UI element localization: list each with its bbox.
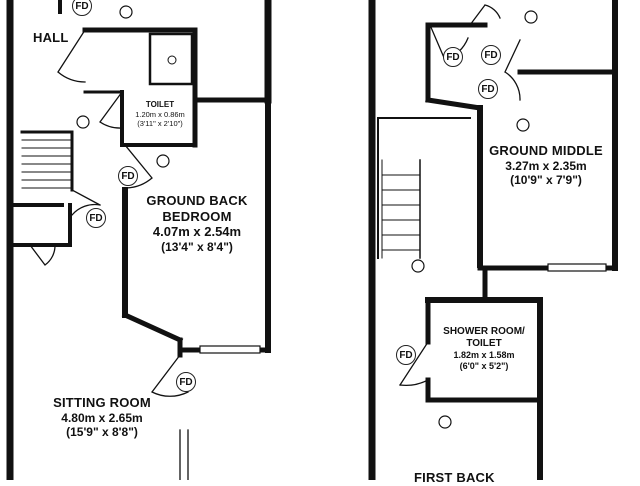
ceiling-light	[76, 115, 90, 129]
fire-door-marker: FD	[72, 0, 92, 16]
ceiling-light	[119, 5, 133, 19]
shower-room-metric: 1.82m x 1.58m	[453, 350, 515, 360]
ground-middle-metric: 3.27m x 2.35m	[505, 158, 587, 173]
right-floor-plan	[368, 0, 618, 480]
sitting-room-door-swing	[71, 189, 101, 216]
ceiling-light	[516, 118, 530, 132]
fire-door-marker: FD	[86, 208, 106, 228]
left-stairs	[20, 130, 74, 192]
sitting-room-label-group: SITTING ROOM 4.80m x 2.65m (15'9" x 8'8"…	[40, 395, 164, 439]
fire-door-marker: FD	[176, 372, 196, 392]
right-stairs	[377, 117, 471, 259]
landing-door-swing-right	[504, 39, 521, 101]
hall-label: HALL	[33, 30, 69, 45]
ground-back-bedroom-name-2: BEDROOM	[162, 208, 232, 224]
toilet-name: TOILET	[145, 100, 175, 109]
fire-door-marker: FD	[118, 166, 138, 186]
ground-back-bedroom-imperial: (13'4" x 8'4")	[161, 239, 233, 254]
bedroom-door-swing	[124, 144, 153, 189]
shower-room-name-2: TOILET	[466, 338, 502, 349]
ceiling-light	[156, 154, 170, 168]
fire-door-marker: FD	[396, 345, 416, 365]
top-door-swing	[469, 4, 501, 26]
first-back-label: FIRST BACK	[414, 470, 495, 485]
ground-middle-window	[547, 263, 607, 272]
ground-back-bedroom-label-group: GROUND BACK BEDROOM 4.07m x 2.54m (13'4"…	[132, 193, 262, 254]
ground-middle-name: GROUND MIDDLE	[489, 143, 603, 158]
sitting-room-metric: 4.80m x 2.65m	[61, 410, 143, 425]
hall-entrance-door-swing	[57, 29, 86, 83]
ceiling-light	[438, 415, 452, 429]
shower-room-label-group: SHOWER ROOM/ TOILET 1.82m x 1.58m (6'0" …	[430, 326, 538, 372]
toilet-door-swing	[99, 91, 123, 129]
fire-door-marker: FD	[443, 47, 463, 67]
ground-back-bedroom-metric: 4.07m x 2.54m	[152, 224, 242, 240]
shower-tray	[148, 32, 194, 86]
ceiling-light	[411, 259, 425, 273]
sitting-room-imperial: (15'9" x 8'8")	[66, 424, 138, 439]
landing-to-middle-wall	[425, 97, 483, 111]
shower-room-name-1: SHOWER ROOM/	[443, 326, 525, 337]
ground-middle-imperial: (10'9" x 7'9")	[510, 172, 582, 187]
sitting-room-name: SITTING ROOM	[53, 395, 151, 410]
fire-door-marker: FD	[478, 79, 498, 99]
toilet-label-group: TOILET 1.20m x 0.86m (3'11" x 2'10")	[126, 100, 194, 128]
shower-fitting	[167, 55, 177, 65]
ground-back-bedroom-name-1: GROUND BACK	[146, 193, 248, 208]
fire-door-marker: FD	[481, 45, 501, 65]
shower-room-door-swing	[399, 341, 429, 387]
toilet-imperial: (3'11" x 2'10")	[137, 118, 183, 128]
ceiling-light	[524, 10, 538, 24]
bedroom-window	[199, 345, 261, 354]
sitting-room-lower-door-swing	[151, 354, 189, 397]
shower-room-imperial: (6'0" x 5'2")	[459, 360, 509, 371]
bedroom-bottom-wall	[121, 311, 184, 344]
left-floor-plan	[6, 0, 272, 480]
ground-middle-label-group: GROUND MIDDLE 3.27m x 2.35m (10'9" x 7'9…	[482, 143, 610, 187]
toilet-metric: 1.20m x 0.86m	[135, 109, 185, 119]
cupboard-door-swing	[29, 244, 56, 266]
